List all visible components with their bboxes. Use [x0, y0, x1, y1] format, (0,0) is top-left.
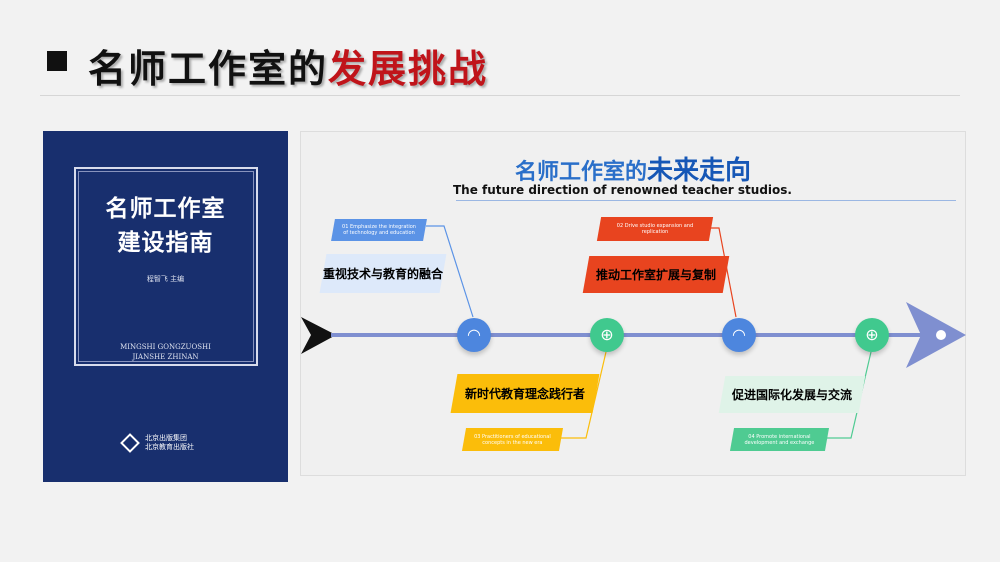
- caption-card-3: 03 Practitioners of educational concepts…: [461, 428, 564, 451]
- connector-lines: [301, 225, 966, 439]
- panel-title: 名师工作室的未来走向: [301, 150, 965, 187]
- arrow-dot: [936, 330, 946, 340]
- subtitle-underline: [456, 200, 956, 201]
- publisher-logo-icon: [120, 433, 140, 453]
- caption-3: 03 Practitioners of educational concepts…: [474, 433, 551, 446]
- publisher: 北京出版集团北京教育出版社: [145, 434, 194, 452]
- caption-card-1: 01 Emphasize the integration of technolo…: [331, 219, 427, 241]
- caption-4: 04 Promote international development and…: [744, 433, 815, 446]
- book-pinyin-1: MINGSHI GONGZUOSHI: [120, 343, 211, 351]
- zoom-in-icon: ⊕: [855, 318, 889, 352]
- label-2: 推动工作室扩展与复制: [595, 268, 716, 282]
- book-title-2: 建设指南: [117, 230, 214, 256]
- label-card-3: 新时代教育理念践行者: [450, 374, 600, 413]
- title-black: 名师工作室的: [88, 47, 329, 91]
- label-card-1: 重视技术与教育的融合: [319, 254, 447, 293]
- timeline-axis: [331, 333, 931, 337]
- label-1: 重视技术与教育的融合: [323, 267, 444, 281]
- book-title-1: 名师工作室: [105, 196, 226, 222]
- title-red: 发展挑战: [328, 47, 489, 91]
- label-card-4: 促进国际化发展与交流: [718, 376, 866, 413]
- timeline-panel: 名师工作室的未来走向 The future direction of renow…: [300, 131, 966, 476]
- zoom-in-icon: ⊕: [590, 318, 624, 352]
- book-pinyin-2: JIANSHE ZHINAN: [132, 353, 199, 361]
- caption-card-2: 02 Drive studio expansion and replicatio…: [596, 217, 714, 241]
- divider: [40, 95, 960, 96]
- label-4: 促进国际化发展与交流: [731, 388, 852, 402]
- bullet-square-icon: [47, 51, 67, 71]
- publisher-1: 北京出版集团: [145, 434, 187, 442]
- panel-title-prefix: 名师工作室的: [514, 160, 647, 185]
- wifi-icon: ◠: [722, 318, 756, 352]
- label-card-2: 推动工作室扩展与复制: [582, 256, 730, 293]
- publisher-2: 北京教育出版社: [145, 443, 194, 451]
- panel-title-emph: 未来走向: [647, 156, 752, 186]
- connector-1: [426, 225, 474, 318]
- caption-1: 01 Emphasize the integration of technolo…: [342, 224, 416, 236]
- caption-2: 02 Drive studio expansion and replicatio…: [616, 223, 694, 235]
- wifi-icon: ◠: [457, 318, 491, 352]
- timeline-start-arrow: [301, 317, 336, 354]
- caption-card-4: 04 Promote international development and…: [729, 428, 830, 451]
- cover-frame: [74, 167, 258, 366]
- book-cover: 名师工作室 建设指南 程智飞 主编 MINGSHI GONGZUOSHI JIA…: [43, 131, 288, 482]
- panel-subtitle: The future direction of renowned teacher…: [453, 183, 792, 197]
- label-3: 新时代教育理念践行者: [464, 387, 585, 401]
- book-editor: 程智飞 主编: [146, 275, 185, 283]
- connector-3: [561, 351, 607, 439]
- page-title: 名师工作室的发展挑战: [88, 38, 488, 93]
- connector-2: [711, 227, 737, 318]
